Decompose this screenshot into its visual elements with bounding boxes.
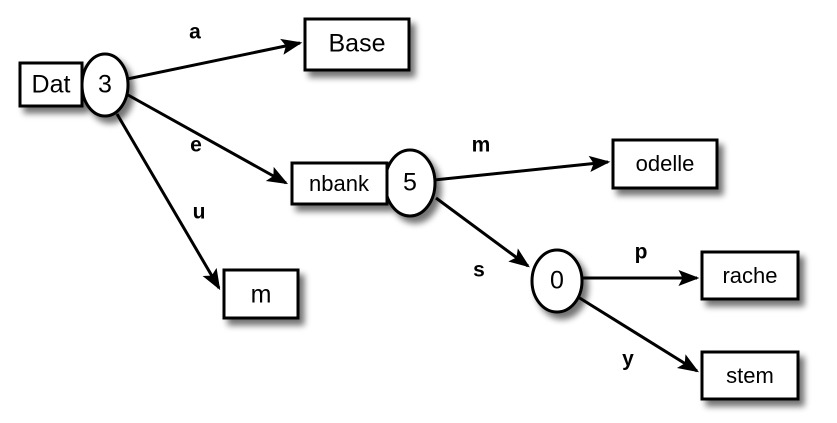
node-base-label: Base bbox=[329, 30, 386, 58]
node-nbank[interactable]: nbank 5 bbox=[290, 148, 437, 218]
nodes-layer: Dat 3 Base nbank 5 m bbox=[18, 17, 800, 401]
node-zero-label: 0 bbox=[550, 267, 564, 295]
edge-zero-stem[interactable]: y bbox=[577, 295, 700, 373]
node-odelle-label: odelle bbox=[636, 151, 695, 176]
node-m-leaf-box[interactable] bbox=[222, 268, 300, 320]
node-root[interactable]: Dat 3 bbox=[18, 52, 130, 118]
edge-label-e: e bbox=[190, 134, 202, 157]
node-rache[interactable]: rache bbox=[700, 250, 800, 301]
node-rache-label: rache bbox=[722, 263, 777, 288]
node-zero[interactable]: 0 bbox=[530, 248, 584, 314]
node-base-box[interactable] bbox=[303, 17, 411, 72]
edge-line-e bbox=[127, 93, 289, 185]
edge-line-a bbox=[126, 38, 303, 81]
node-rache-box[interactable] bbox=[700, 250, 800, 301]
edge-label-m: m bbox=[472, 134, 491, 157]
edges-layer: a e u m s p bbox=[115, 21, 700, 373]
edge-line-m bbox=[433, 155, 611, 182]
node-odelle[interactable]: odelle bbox=[611, 138, 719, 190]
node-m-leaf-label: m bbox=[251, 281, 272, 309]
node-stem-box[interactable] bbox=[700, 350, 800, 401]
edge-label-s: s bbox=[473, 259, 485, 282]
edge-line-u bbox=[115, 113, 221, 291]
node-zero-ellipse[interactable] bbox=[530, 248, 584, 314]
edge-label-y: y bbox=[622, 348, 634, 371]
edge-root-m[interactable]: u bbox=[115, 113, 221, 291]
node-base[interactable]: Base bbox=[303, 17, 411, 72]
edge-root-nbank[interactable]: e bbox=[127, 93, 289, 185]
edge-line-y bbox=[577, 295, 700, 373]
edge-zero-rache[interactable]: p bbox=[582, 241, 700, 287]
edge-nbank-odelle[interactable]: m bbox=[433, 134, 611, 182]
node-odelle-box[interactable] bbox=[611, 138, 719, 190]
edge-line-s bbox=[435, 196, 530, 268]
node-stem-label: stem bbox=[726, 363, 774, 388]
edge-label-p: p bbox=[635, 241, 648, 264]
edge-root-base[interactable]: a bbox=[126, 21, 303, 81]
node-nbank-box-label: nbank bbox=[309, 171, 370, 196]
node-root-box[interactable] bbox=[18, 61, 84, 108]
node-m-leaf[interactable]: m bbox=[222, 268, 300, 320]
node-stem[interactable]: stem bbox=[700, 350, 800, 401]
node-nbank-ellipse-label: 5 bbox=[403, 169, 417, 197]
edge-nbank-zero[interactable]: s bbox=[435, 196, 530, 282]
node-root-ellipse-label: 3 bbox=[98, 71, 112, 99]
edge-label-a: a bbox=[189, 21, 201, 44]
edge-label-u: u bbox=[193, 201, 206, 224]
node-root-box-label: Dat bbox=[32, 71, 71, 99]
node-nbank-box[interactable] bbox=[290, 161, 389, 206]
